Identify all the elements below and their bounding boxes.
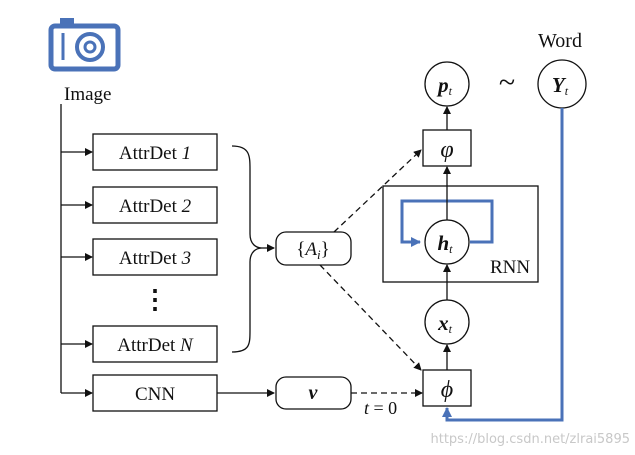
svg-text:Yt: Yt	[552, 73, 569, 98]
svg-text:{Ai}: {Ai}	[296, 239, 329, 262]
attr-det-index: 2	[182, 196, 192, 217]
svg-text:AttrDet 3: AttrDet 3	[119, 248, 191, 269]
y-subscript: t	[565, 84, 569, 98]
input-node: xt	[424, 299, 470, 345]
attr-open-brace: {	[296, 239, 305, 260]
attr-det-label: AttrDet	[119, 248, 178, 269]
attr-to-phi-in-dashed	[319, 264, 422, 371]
p-subscript: t	[449, 84, 453, 98]
cnn-block: CNN	[61, 374, 218, 412]
attributes-node: {Ai}	[275, 231, 352, 266]
image-label: Image	[64, 84, 111, 105]
phi-in-symbol: ϕ	[441, 377, 453, 403]
x-symbol: x	[437, 311, 449, 335]
attr-det-1: AttrDet 1	[61, 133, 218, 171]
svg-text:AttrDet N: AttrDet N	[117, 335, 194, 356]
h-subscript: t	[449, 242, 453, 256]
attr-det-2: AttrDet 2	[61, 186, 218, 224]
phi-in-block: ϕ	[422, 369, 472, 407]
t-equals-zero: t = 0	[364, 398, 397, 418]
svg-text:xt: xt	[437, 311, 453, 336]
svg-text:AttrDet 2: AttrDet 2	[119, 196, 192, 217]
svg-text:ht: ht	[437, 231, 453, 256]
rnn-label: RNN	[490, 257, 530, 278]
attr-det-n: AttrDet N	[61, 325, 218, 363]
attr-to-phi-out-dashed	[333, 149, 422, 233]
attr-det-label: AttrDet	[119, 143, 178, 164]
word-feedback-line	[442, 108, 564, 422]
attr-det-index: 1	[182, 143, 192, 164]
visual-feature-node: v	[275, 376, 352, 410]
attr-close-brace: }	[321, 239, 330, 260]
phi-out-symbol: φ	[440, 137, 453, 163]
tilde-symbol: ~	[499, 66, 515, 99]
attr-subscript: i	[317, 247, 321, 262]
rnn-block: RNN	[382, 185, 539, 283]
target-word-node: Yt	[537, 59, 587, 109]
x-subscript: t	[449, 322, 453, 336]
attr-brace	[231, 145, 263, 353]
camera-icon	[48, 18, 121, 72]
word-label: Word	[538, 30, 582, 52]
hidden-state-node: ht	[424, 219, 470, 265]
svg-text:pt: pt	[436, 73, 453, 98]
phi-out-block: φ	[422, 129, 472, 167]
watermark-text: https://blog.csdn.net/zlrai5895	[430, 432, 630, 447]
attr-det-index: 3	[181, 248, 192, 269]
h-symbol: h	[437, 231, 449, 255]
svg-text:AttrDet 1: AttrDet 1	[119, 143, 191, 164]
vertical-ellipsis: ⋮	[142, 285, 168, 314]
attr-det-3: AttrDet 3	[61, 238, 218, 276]
attr-symbol: A	[303, 239, 317, 260]
attr-det-label: AttrDet	[119, 196, 178, 217]
p-symbol: p	[436, 73, 449, 97]
prob-node: pt	[424, 61, 470, 107]
y-symbol: Y	[552, 73, 567, 97]
cnn-label: CNN	[135, 384, 175, 405]
attr-det-index: N	[179, 335, 194, 356]
v-symbol: v	[309, 382, 319, 404]
attr-det-label: AttrDet	[117, 335, 176, 356]
